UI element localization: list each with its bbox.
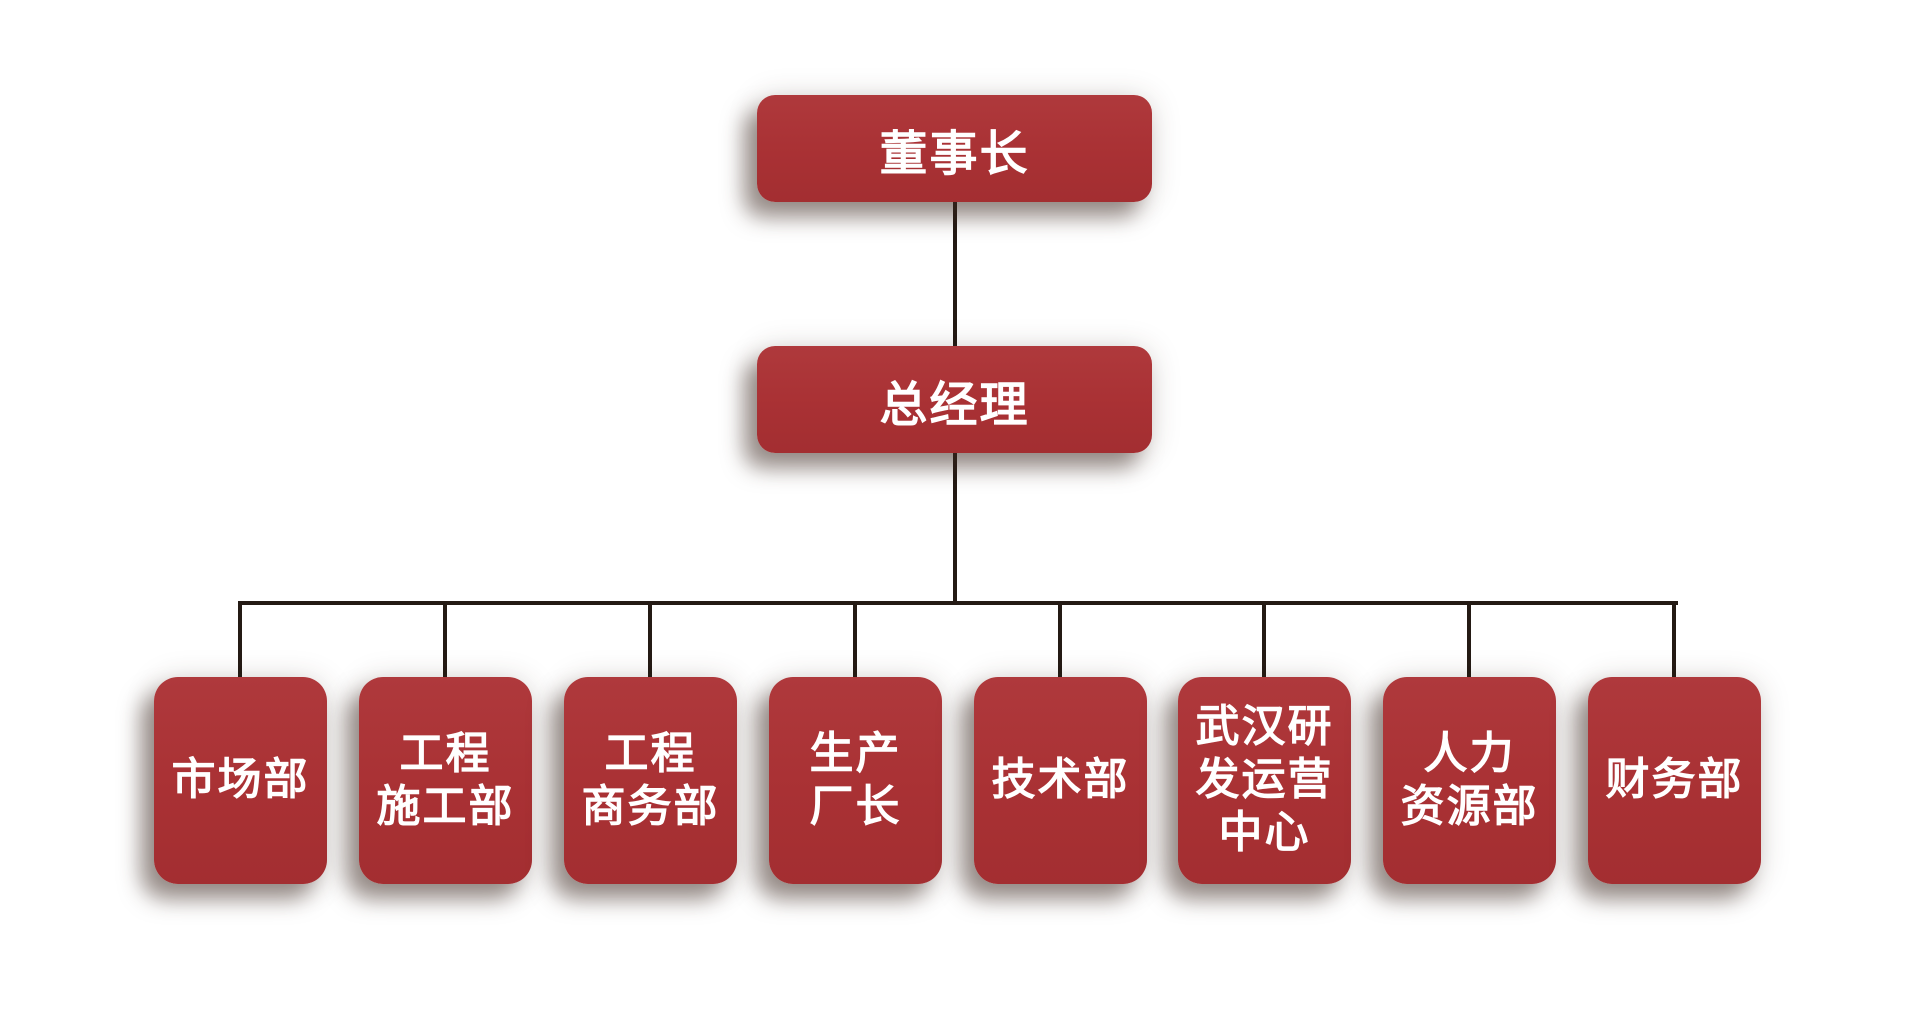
dept-box-production-director: 生产 厂长 [769, 677, 942, 884]
dept-box-engineering-commerce: 工程 商务部 [564, 677, 737, 884]
connector-stub-wuhan-rd-operations [1262, 603, 1266, 677]
dept-box-human-resources: 人力 资源部 [1383, 677, 1556, 884]
connector-stub-production-director [853, 603, 857, 677]
connector-stub-marketing [238, 603, 242, 677]
dept-box-finance: 财务部 [1588, 677, 1761, 884]
connector-stub-engineering-construction [443, 603, 447, 677]
connector-bus-line [238, 601, 1678, 605]
connector-stub-engineering-commerce [648, 603, 652, 677]
node-chairman: 董事长 [757, 95, 1152, 202]
connector-chairman-to-gm [953, 202, 957, 346]
connector-gm-to-bus [953, 453, 957, 603]
connector-stub-technology [1058, 603, 1062, 677]
dept-box-wuhan-rd-operations: 武汉研 发运营 中心 [1178, 677, 1351, 884]
node-general-manager: 总经理 [757, 346, 1152, 453]
connector-stub-finance [1672, 603, 1676, 677]
dept-box-engineering-construction: 工程 施工部 [359, 677, 532, 884]
connector-stub-human-resources [1467, 603, 1471, 677]
dept-box-marketing: 市场部 [154, 677, 327, 884]
dept-box-technology: 技术部 [974, 677, 1147, 884]
